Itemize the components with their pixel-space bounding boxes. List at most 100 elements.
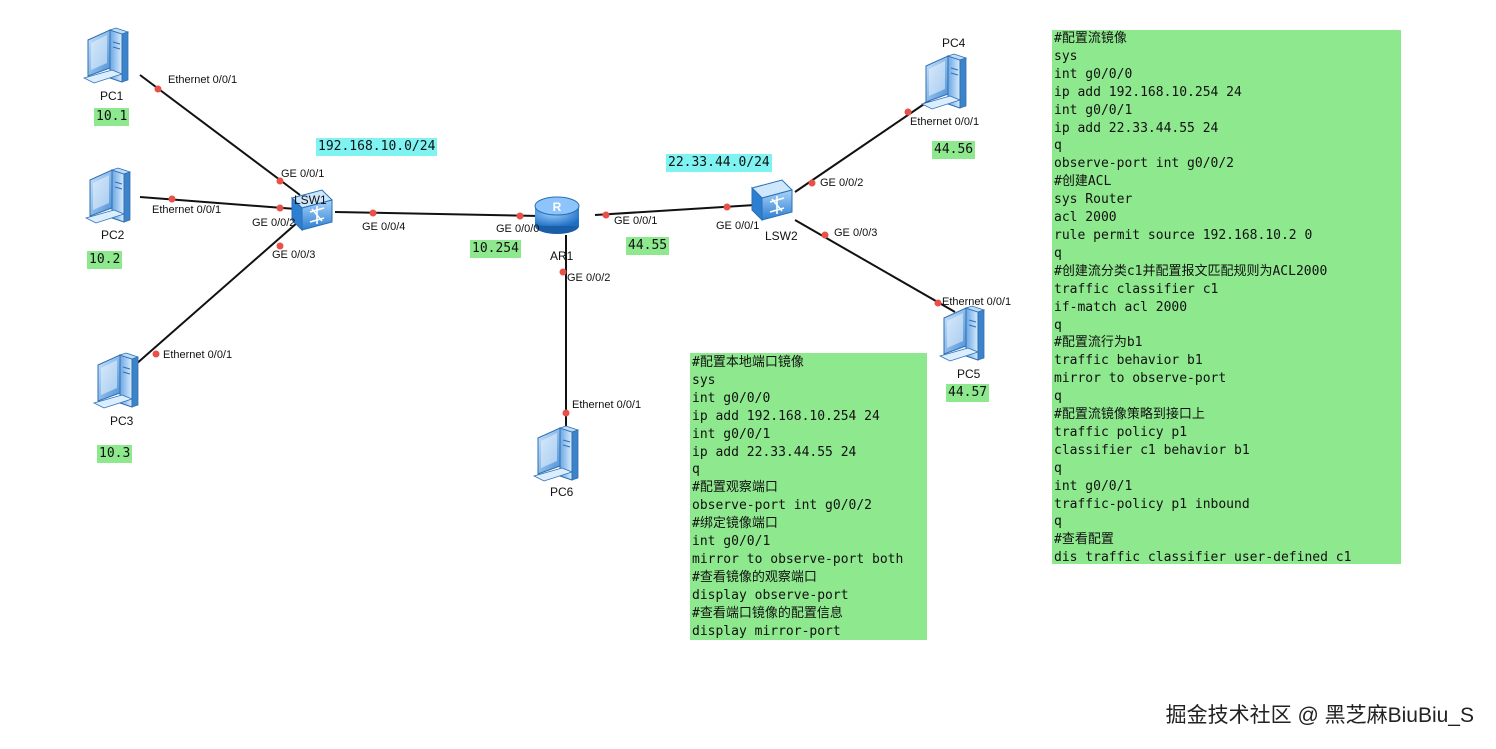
note-line: int g0/0/0: [1054, 66, 1133, 82]
note-line: int g0/0/1: [1054, 478, 1133, 494]
pc2-ip: 10.2: [87, 251, 123, 269]
svg-text:R: R: [553, 200, 562, 214]
note-line: traffic-policy p1 inbound: [1054, 496, 1250, 512]
port-dots: [152, 85, 942, 417]
note-line: #绑定镜像端口: [692, 516, 778, 532]
note-line: int g0/0/0: [692, 390, 771, 406]
port-dot: [559, 268, 567, 276]
note-line: traffic classifier c1: [1054, 281, 1219, 297]
port-label-pc4: Ethernet 0/0/1: [910, 116, 980, 128]
port-label-ar1-g2: GE 0/0/2: [567, 272, 611, 284]
note-line: int g0/0/1: [692, 534, 771, 550]
note-line: q: [1054, 460, 1062, 476]
pc5-ip: 44.57: [946, 384, 990, 402]
note-line: mirror to observe-port: [1054, 371, 1227, 387]
port-dot: [276, 177, 284, 185]
port-dot: [152, 350, 160, 358]
note-line: ip add 192.168.10.254 24: [692, 408, 880, 424]
links: [134, 74, 956, 430]
port-label-pc2: Ethernet 0/0/1: [152, 204, 222, 216]
note-line: #查看配置: [1054, 532, 1114, 548]
pc5-name: PC5: [957, 367, 981, 381]
pc2-name: PC2: [101, 228, 125, 242]
note-line: int g0/0/1: [692, 426, 771, 442]
note-line: #创建ACL: [1054, 174, 1112, 190]
note-line: acl 2000: [1054, 210, 1117, 226]
port-label-lsw1-g3: GE 0/0/3: [272, 249, 316, 261]
port-dot: [562, 409, 570, 417]
port-dot: [904, 108, 912, 116]
note-line: #查看端口镜像的配置信息: [692, 605, 843, 621]
note-line: ip add 22.33.44.55 24: [692, 444, 857, 460]
watermark: 掘金技术社区 @ 黑芝麻BiuBiu_S: [1165, 704, 1474, 727]
port-dot: [276, 242, 284, 250]
pc1-ip: 10.1: [94, 108, 130, 126]
pc4-name: PC4: [942, 36, 966, 50]
note-line: dis traffic classifier user-defined c1: [1054, 550, 1352, 566]
note-line: int g0/0/1: [1054, 102, 1133, 118]
note-line: ip add 22.33.44.55 24: [1054, 120, 1219, 136]
note-line: #查看镜像的观察端口: [692, 569, 817, 585]
link-pc1-lsw1: [139, 74, 301, 196]
note-line: observe-port int g0/0/2: [692, 498, 873, 514]
note-line: q: [1054, 389, 1062, 405]
pc1-name: PC1: [100, 89, 124, 103]
pc4-ip: 44.56: [932, 141, 976, 159]
port-label-pc1: Ethernet 0/0/1: [168, 74, 238, 86]
note-line: #配置流行为b1: [1054, 335, 1143, 351]
port-dot: [516, 212, 524, 220]
note-line: #配置流镜像: [1054, 31, 1127, 46]
pc5-icon: [939, 305, 985, 362]
ar1-router-icon: R: [534, 196, 580, 234]
network-label-right: 22.33.44.0/24: [666, 154, 772, 172]
local-port-mirror-notes: #配置本地端口镜像 sys int g0/0/0 ip add 192.168.10.…: [690, 353, 927, 640]
pc1-icon: [83, 27, 129, 84]
port-label-pc5: Ethernet 0/0/1: [942, 296, 1012, 308]
note-line: sys: [1054, 48, 1078, 64]
pc6-icon: [533, 425, 579, 482]
port-label-lsw2-g3: GE 0/0/3: [834, 227, 878, 239]
note-line: traffic policy p1: [1054, 424, 1188, 440]
note-line: ip add 192.168.10.254 24: [1054, 84, 1242, 100]
note-line: mirror to observe-port both: [692, 551, 904, 567]
pc4-icon: [921, 53, 967, 110]
link-lsw1-ar1: [334, 211, 541, 217]
port-label-lsw1-g1: GE 0/0/1: [281, 168, 325, 180]
pc3-ip: 10.3: [97, 445, 133, 463]
pc2-icon: [85, 167, 131, 224]
port-dot: [934, 299, 942, 307]
port-dot: [369, 209, 377, 217]
port-dot: [276, 204, 284, 212]
port-label-lsw2-g1: GE 0/0/1: [716, 220, 760, 232]
ar1-ip-g1: 44.55: [626, 237, 670, 255]
flow-mirror-notes: #配置流镜像 sys int g0/0/0 ip add 192.168.10.254…: [1052, 30, 1401, 566]
pc6-name: PC6: [550, 485, 574, 499]
note-line: q: [1054, 138, 1062, 154]
port-label-lsw2-g2: GE 0/0/2: [820, 177, 864, 189]
port-label-lsw1-g2: GE 0/0/2: [252, 217, 296, 229]
port-label-lsw1-g4: GE 0/0/4: [362, 221, 406, 233]
note-line: display mirror-port: [692, 623, 841, 639]
note-line: #配置观察端口: [692, 480, 778, 496]
note-line: display observe-port: [692, 587, 849, 603]
note-line: q: [1054, 245, 1062, 261]
note-line: if-match acl 2000: [1054, 299, 1188, 315]
port-dot: [723, 203, 731, 211]
note-line: sys Router: [1054, 192, 1133, 208]
note-line: #配置流镜像策略到接口上: [1054, 407, 1205, 423]
note-line: #配置本地端口镜像: [692, 355, 804, 370]
note-line: q: [1054, 514, 1062, 530]
note-line: observe-port int g0/0/2: [1054, 156, 1235, 172]
note-line: traffic behavior b1: [1054, 353, 1203, 369]
port-label-ar1-g0: GE 0/0/0: [496, 223, 540, 235]
note-line: q: [692, 462, 700, 478]
note-line: q: [1054, 317, 1062, 333]
port-label-pc3: Ethernet 0/0/1: [163, 349, 233, 361]
note-line: sys: [692, 372, 716, 388]
note-line: #创建流分类c1并配置报文匹配规则为ACL2000: [1054, 263, 1328, 279]
port-dot: [602, 211, 610, 219]
note-line: classifier c1 behavior b1: [1054, 442, 1250, 458]
network-label-left: 192.168.10.0/24: [316, 138, 438, 156]
port-label-pc6: Ethernet 0/0/1: [572, 399, 642, 411]
